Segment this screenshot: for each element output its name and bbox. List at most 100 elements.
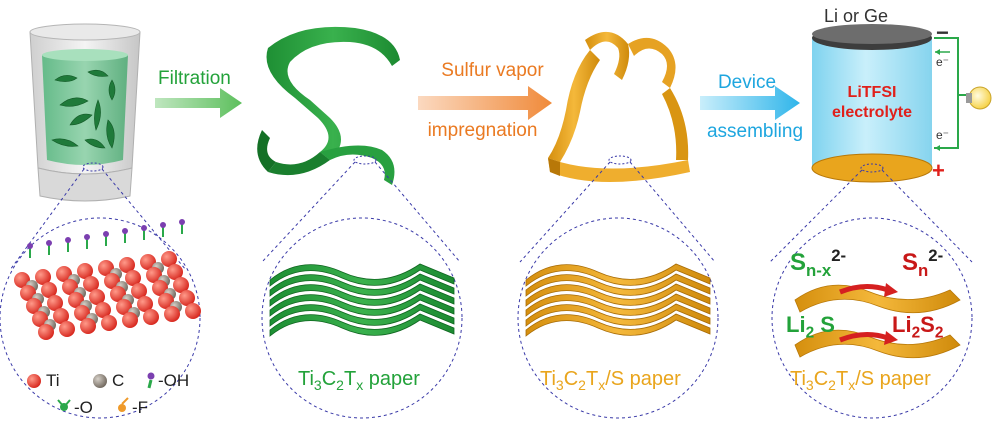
ti-atom: [89, 289, 105, 305]
species-sn: Sn2-: [902, 246, 944, 280]
oh-atom: [84, 234, 90, 240]
minus-terminal: −: [936, 20, 949, 45]
ti-atom: [179, 290, 195, 306]
species-li2s: Li2 S: [786, 312, 835, 342]
layer-sheet: [269, 313, 455, 337]
ti-atom: [137, 296, 153, 312]
layer-sheet: [269, 303, 455, 327]
ti-atom: [119, 257, 135, 273]
legend-oh: -OH: [158, 371, 190, 390]
layer-sheet: [525, 263, 711, 287]
process-arrows: [155, 86, 800, 120]
o-group-icon: [57, 399, 71, 411]
layer-sheet: [269, 273, 455, 297]
electron-top: e⁻: [936, 55, 950, 69]
legend-f: -F: [132, 398, 149, 417]
f-group-icon: [118, 397, 129, 412]
sulfur-arrow: [418, 86, 552, 120]
oh-group-icon: [147, 372, 155, 389]
filtration-label: Filtration: [158, 68, 231, 90]
layer-sheet: [269, 293, 455, 317]
assembling-label: assembling: [700, 121, 810, 143]
green-mxene-paper: [257, 26, 400, 185]
plus-terminal: +: [932, 158, 945, 183]
ti-atom: [140, 254, 156, 270]
anode-label: Li or Ge: [824, 6, 889, 26]
layer-sheet: [269, 263, 455, 287]
layer-sheet: [525, 273, 711, 297]
ti-atom: [41, 282, 57, 298]
device-label: Device: [712, 72, 782, 94]
oh-atom: [160, 222, 166, 228]
ti-atom: [152, 280, 168, 296]
ti-atom: [158, 293, 174, 309]
ti-atom: [173, 277, 189, 293]
layer-sheet: [525, 313, 711, 337]
light-bulb-icon: [966, 86, 992, 110]
ti-atom: [26, 298, 42, 314]
ti-atom: [131, 283, 147, 299]
green-layered-sheets: [269, 263, 455, 337]
ti-atom: [116, 299, 132, 315]
sulfur-text-2: impregnation: [427, 120, 538, 141]
ti-atom: [146, 267, 162, 283]
layer-sheet: [525, 293, 711, 317]
legend-ti: Ti: [46, 371, 60, 390]
ti-atom: [143, 309, 159, 325]
ti-atom: [110, 286, 126, 302]
ti-atom: [98, 260, 114, 276]
sulfur-text-1: Sulfur vapor: [441, 60, 544, 81]
electron-bottom: e⁻: [936, 128, 950, 142]
electrolyte-text-1: LiTFSI: [847, 84, 897, 101]
oh-atom: [103, 231, 109, 237]
gold-mxene-s-paper: [548, 31, 690, 182]
ti-atom: [164, 306, 180, 322]
electrolyte-label: LiTFSI electrolyte: [824, 83, 920, 123]
ti-atom: [14, 272, 30, 288]
ti-atom: [32, 311, 48, 327]
reaction-arrow-2: [839, 332, 889, 343]
ti-atom: [47, 295, 63, 311]
legend-c: C: [112, 371, 125, 390]
ti-atom: [161, 251, 177, 267]
reaction-sheets: [794, 283, 961, 359]
legend-o: -O: [74, 398, 93, 417]
ti-atom: [122, 312, 138, 328]
layer-sheet: [525, 283, 711, 307]
oh-atom: [141, 225, 147, 231]
oh-atom: [122, 228, 128, 234]
ti-atom: [62, 279, 78, 295]
oh-atom: [179, 219, 185, 225]
ti-atom: [185, 303, 201, 319]
ti-atom: [77, 263, 93, 279]
ti-atom: [125, 270, 141, 286]
layer-sheet: [269, 283, 455, 307]
caption-mxene-paper: Ti3C2Tx paper: [298, 368, 420, 393]
electrolyte-text-2: electrolyte: [831, 104, 913, 121]
atomic-structure: [14, 219, 201, 340]
filtration-arrow: [155, 88, 242, 118]
gold-layered-sheets: [525, 263, 711, 337]
oh-atom: [46, 240, 52, 246]
species-snx: Sn-x2-: [790, 246, 847, 280]
ti-atom: [101, 315, 117, 331]
ti-atom: [59, 321, 75, 337]
beaker: [29, 23, 141, 202]
reaction-arrow-1: [839, 284, 889, 295]
ti-atom: [53, 308, 69, 324]
mxene-flakes: [51, 69, 116, 149]
ti-atom: [56, 266, 72, 282]
oh-atom: [27, 243, 33, 249]
filtration-text: Filtration: [158, 68, 231, 89]
impregnation-label: impregnation: [420, 120, 545, 142]
c-atom-icon: [93, 374, 107, 388]
layer-sheet: [525, 303, 711, 327]
caption-mxene-s-paper: Ti3C2Tx/S paper: [540, 368, 681, 393]
sulfur-label: Sulfur vapor: [430, 60, 555, 82]
legend-marks: [27, 372, 155, 412]
caption-reaction-paper: Ti3C2Tx/S paper: [790, 368, 931, 393]
ti-atom: [95, 302, 111, 318]
ti-atom: [74, 305, 90, 321]
ti-atom: [38, 324, 54, 340]
